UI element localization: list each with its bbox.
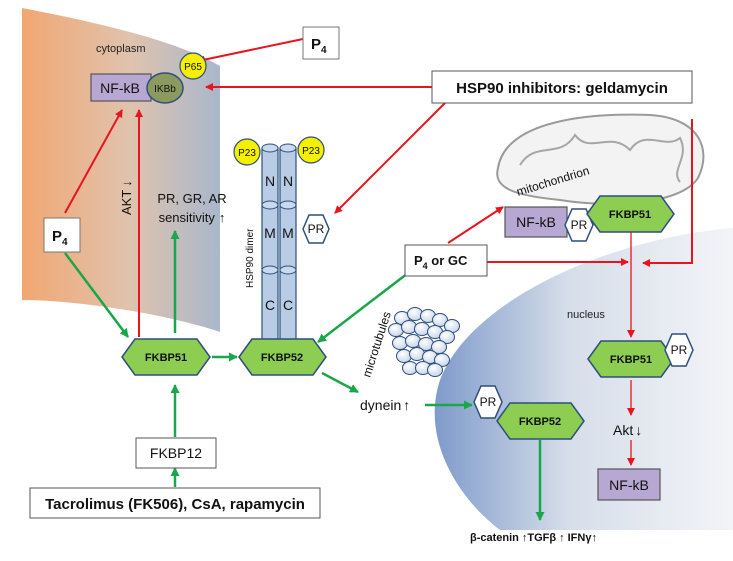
microtubules-label: microtubules bbox=[360, 310, 394, 379]
p23-right-label: P23 bbox=[302, 146, 320, 157]
dimer-n-left: N bbox=[265, 173, 275, 189]
microtubule-11 bbox=[392, 336, 408, 350]
nfkb-cyto-box: NF-kB bbox=[90, 73, 152, 102]
svg-text:P4: P4 bbox=[311, 36, 327, 56]
hsp90-dimer: N N M M C C bbox=[261, 143, 297, 353]
pr-dimer-label: PR bbox=[308, 222, 325, 236]
fkbp51-nucleus-label: FKBP51 bbox=[610, 354, 652, 366]
fkbp51-nucleus: FKBP51 bbox=[587, 340, 675, 378]
dimer-c-left: C bbox=[265, 297, 275, 313]
p4-top-p: P bbox=[311, 36, 321, 53]
nucleus-label: nucleus bbox=[567, 309, 605, 321]
microtubule-18 bbox=[434, 353, 450, 367]
dimer-m-left: M bbox=[264, 225, 276, 241]
fkbp51-left: FKBP51 bbox=[121, 338, 211, 376]
receptor-label-line2: sensitivity↑ bbox=[159, 210, 226, 225]
fkbp52-nucleus-label: FKBP52 bbox=[519, 416, 561, 428]
nfkb-mito-label: NF-kB bbox=[516, 214, 556, 230]
arrow-p4gc-to-mito bbox=[447, 206, 504, 244]
drugs-label: Tacrolimus (FK506), CsA, rapamycin bbox=[45, 496, 305, 513]
p4-top-sub: 4 bbox=[321, 45, 327, 56]
microtubule-4 bbox=[432, 313, 448, 327]
nfkb-mito-box: NF-kB bbox=[504, 206, 568, 238]
svg-text:P4 or GC: P4 or GC bbox=[414, 253, 468, 271]
fkbp12-label: FKBP12 bbox=[150, 445, 202, 461]
arrow-p4-to-p65 bbox=[197, 38, 304, 64]
p23-left: P23 bbox=[233, 138, 261, 166]
hsp90-inhibitors-box: HSP90 inhibitors: geldamycin bbox=[431, 70, 693, 104]
nucleus-region bbox=[434, 228, 733, 530]
nfkb-nucleus-box: NF-kB bbox=[597, 468, 661, 501]
p4-left-box: P4 bbox=[43, 217, 81, 253]
microtubule-10 bbox=[439, 330, 455, 344]
fkbp52-nucleus: FKBP52 bbox=[496, 402, 585, 440]
ikbb-label: IKBb bbox=[154, 84, 176, 95]
p65-label: P65 bbox=[184, 62, 202, 73]
arrow-p4left-to-fkbp51 bbox=[64, 252, 129, 338]
receptor-label-line1: PR, GR, AR bbox=[157, 191, 226, 206]
p65-protein: P65 bbox=[179, 52, 207, 80]
microtubule-2 bbox=[407, 307, 423, 321]
green-arrows bbox=[64, 230, 545, 521]
hsp90-dimer-label: HSP90 dimer bbox=[245, 228, 256, 288]
fkbp51-mito-label: FKBP51 bbox=[609, 209, 651, 221]
p23-right: P23 bbox=[297, 136, 325, 164]
pr-hexagon-dimer: PR bbox=[302, 214, 330, 244]
fkbp52-center-label: FKBP52 bbox=[261, 352, 303, 364]
microtubule-21 bbox=[427, 363, 443, 377]
nfkb-nucleus-label: NF-kB bbox=[609, 477, 649, 493]
pr-mito-label: PR bbox=[571, 218, 588, 232]
dimer-n-right: N bbox=[283, 173, 293, 189]
arrow-p4gc-to-fkbp52 bbox=[317, 269, 413, 343]
pr-nucleus-right-label: PR bbox=[671, 343, 688, 357]
nfkb-cyto-label: NF-kB bbox=[100, 80, 140, 96]
akt-left-label: AKT↓ bbox=[119, 180, 134, 215]
dynein-label: dynein↑ bbox=[360, 397, 410, 413]
microtubule-7 bbox=[401, 320, 417, 334]
dimer-m-right: M bbox=[282, 225, 294, 241]
hsp90-inhibitors-label: HSP90 inhibitors: geldamycin bbox=[456, 80, 668, 97]
mitochondrion bbox=[496, 113, 705, 205]
arrow-p4left-to-nfkb bbox=[64, 109, 123, 214]
targets-label: β-catenin↑TGFβ↑IFNγ↑ bbox=[470, 532, 597, 544]
red-arrows bbox=[64, 38, 693, 466]
arrow-hsp90i-to-pr bbox=[334, 102, 446, 214]
fkbp52-center: FKBP52 bbox=[238, 338, 327, 376]
svg-text:P4: P4 bbox=[52, 228, 68, 248]
p23-left-label: P23 bbox=[238, 148, 256, 159]
arrow-hsp90i-to-nucleus bbox=[642, 119, 693, 267]
dimer-c-right: C bbox=[283, 297, 293, 313]
p4-left-p: P bbox=[52, 228, 62, 245]
pr-hexagon-nucleus-right: PR bbox=[664, 333, 694, 367]
fkbp51-mito: FKBP51 bbox=[586, 195, 675, 233]
arrow-fkbp52-to-dynein bbox=[321, 371, 359, 394]
microtubule-15 bbox=[396, 349, 412, 363]
fkbp12-box: FKBP12 bbox=[135, 437, 217, 469]
p4-gc-rest: or GC bbox=[428, 253, 468, 268]
cytoplasm-label: cytoplasm bbox=[96, 43, 146, 55]
pr-hexagon-mito: PR bbox=[564, 208, 594, 242]
p4-top-box: P4 bbox=[302, 26, 340, 60]
drugs-box: Tacrolimus (FK506), CsA, rapamycin bbox=[29, 487, 321, 519]
p4-or-gc-box: P4 or GC bbox=[404, 244, 488, 277]
p4-left-sub: 4 bbox=[62, 237, 68, 248]
p4-gc-sub: 4 bbox=[423, 261, 428, 271]
ikbb-protein: IKBb bbox=[146, 72, 184, 104]
fkbp51-left-label: FKBP51 bbox=[145, 352, 187, 364]
akt-right-label: Akt↓ bbox=[613, 422, 642, 438]
pr-nucleus-left-label: PR bbox=[480, 395, 497, 409]
pr-hexagon-nucleus-left: PR bbox=[473, 385, 503, 419]
microtubules-cluster bbox=[388, 307, 460, 377]
p4-gc-p: P bbox=[414, 253, 423, 268]
